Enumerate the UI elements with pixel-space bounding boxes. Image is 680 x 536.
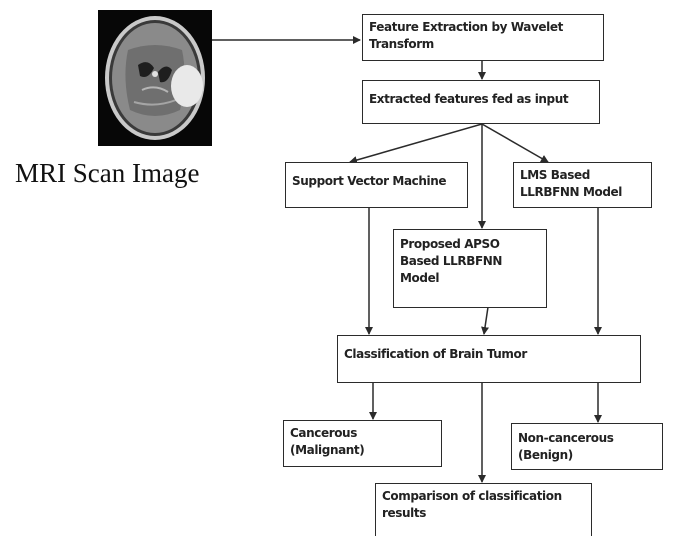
node-feature-extraction: Feature Extraction by Wavelet Transform xyxy=(362,14,604,61)
node-comparison: Comparison of classification results xyxy=(375,483,592,536)
arrow-input-to-svm xyxy=(349,123,483,164)
arrow-apso-to-classification xyxy=(481,306,489,335)
node-svm: Support Vector Machine xyxy=(285,162,468,208)
node-classification: Classification of Brain Tumor xyxy=(337,335,641,383)
image-caption: MRI Scan Image xyxy=(15,158,200,188)
arrow-input-to-lms xyxy=(481,123,549,163)
node-features-input: Extracted features fed as input xyxy=(362,80,600,124)
node-lms-model: LMS Based LLRBFNN Model xyxy=(513,162,652,208)
node-noncancerous: Non-cancerous (Benign) xyxy=(511,423,663,470)
tumor-region xyxy=(171,65,203,107)
node-apso-model: Proposed APSO Based LLRBFNN Model xyxy=(393,229,547,308)
mri-scan-image xyxy=(98,10,212,146)
node-cancerous: Cancerous (Malignant) xyxy=(283,420,442,467)
